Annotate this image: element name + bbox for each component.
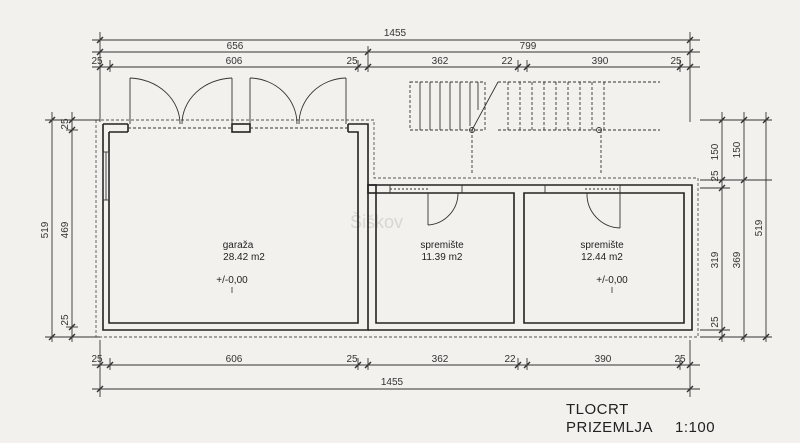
dim-top-left-total: 656: [227, 41, 244, 52]
dim-top-wall-inner: 22: [501, 56, 513, 67]
dim-bottom-wall-inner: 22: [504, 354, 516, 365]
garage-window: [102, 151, 110, 201]
dim-bottom-wall-right: 25: [674, 354, 686, 365]
room-level-garage: +/-0,00: [216, 275, 248, 286]
room-area-storage-2: 12.44 m2: [581, 252, 623, 263]
room-name-storage-1: spremište: [420, 240, 464, 251]
garage-walls: [102, 123, 369, 331]
dim-left-inner: 469: [60, 221, 71, 238]
right-dimension-ticks: [718, 116, 770, 341]
top-dimension-ticks: [96, 36, 694, 71]
dim-top-total: 1455: [384, 28, 407, 39]
dim-right-room: 319: [710, 251, 721, 268]
garage-doors: [128, 77, 348, 129]
room-level-storage-2: +/-0,00: [596, 275, 628, 286]
dim-right-room-total: 369: [732, 251, 743, 268]
dim-left-wall-bottom: 25: [60, 314, 71, 326]
dim-top-wall-mid: 25: [346, 56, 358, 67]
dim-bottom-total: 1455: [381, 377, 404, 388]
storage-openings: [389, 185, 621, 229]
dim-bottom-garage: 606: [226, 354, 243, 365]
dim-top-store1: 362: [432, 56, 449, 67]
room-name-garage: garaža: [223, 240, 254, 251]
title-line2: PRIZEMLJA: [566, 419, 653, 436]
dim-top-wall-right: 25: [670, 56, 682, 67]
top-dimension-lines: [92, 32, 700, 122]
right-dimension-lines: [700, 112, 772, 342]
dim-left-wall-top: 25: [60, 118, 71, 130]
dim-right-wall-bottom: 25: [710, 316, 721, 328]
left-dimension-ticks: [48, 116, 76, 341]
dim-right-upper-inner: 150: [732, 141, 743, 158]
storage-walls: [367, 184, 693, 331]
dim-top-wall-left: 25: [91, 56, 103, 67]
dim-top-garage: 606: [226, 56, 243, 67]
room-name-storage-2: spremište: [580, 240, 624, 251]
dim-top-right-total: 799: [520, 41, 537, 52]
room-area-storage-1: 11.39 m2: [422, 252, 463, 263]
dim-top-store2: 390: [592, 56, 609, 67]
bottom-dimension-lines: [92, 340, 700, 397]
dim-bottom-wall-mid: 25: [346, 354, 358, 365]
dim-bottom-store2: 390: [595, 354, 612, 365]
bottom-dimension-ticks: [96, 361, 694, 393]
dim-bottom-wall-left: 25: [91, 354, 103, 365]
left-dimension-lines: [45, 112, 100, 342]
room-area-garage: 28.42 m2: [223, 252, 265, 263]
title-scale: 1:100: [675, 419, 715, 436]
dim-bottom-store1: 362: [432, 354, 449, 365]
dim-right-upper: 150: [710, 143, 721, 160]
dim-left-total: 519: [40, 221, 51, 238]
dim-right-total: 519: [754, 219, 765, 236]
title-line1: TLOCRT: [566, 401, 629, 418]
dim-right-wall-mid: 25: [710, 170, 721, 182]
staircase: [409, 81, 660, 175]
